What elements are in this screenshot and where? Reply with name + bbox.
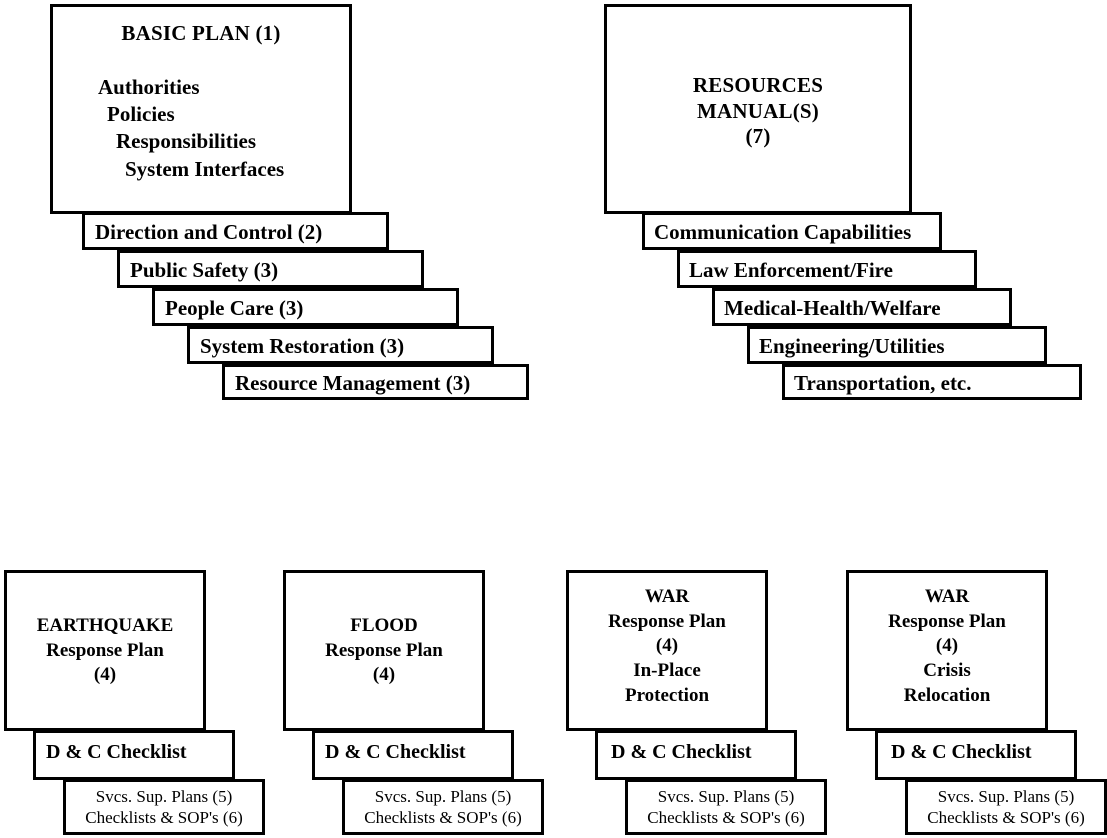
resources-cascade-card-3 bbox=[712, 288, 1012, 326]
basic-plan-cascade-label-3: People Care (3) bbox=[165, 296, 304, 320]
war-in-place-title-line-1: WAR bbox=[644, 586, 690, 607]
flood-checklist-card bbox=[312, 730, 514, 780]
flood-svcs-line-2: Checklists & SOP's (6) bbox=[364, 808, 522, 827]
earthquake-svcs-line-1: Svcs. Sup. Plans (5) bbox=[95, 787, 233, 806]
basic-plan-title: BASIC PLAN (1) bbox=[121, 21, 281, 45]
earthquake-title-line-2: Response Plan bbox=[46, 639, 164, 661]
basic-plan-cascade-card-3 bbox=[152, 288, 459, 326]
war-in-place-checklist-label: D & C Checklist bbox=[611, 741, 752, 763]
basic-plan-item-list: Authorities Policies Responsibilities Sy… bbox=[53, 74, 349, 183]
resources-cascade-label-3: Medical-Health/Welfare bbox=[724, 296, 941, 320]
war-crisis-title-line-3: (4) bbox=[935, 635, 959, 657]
war-in-place-title-line-4: In-Place bbox=[633, 660, 701, 682]
earthquake-title-line-3: (4) bbox=[93, 664, 117, 686]
resources-cascade-label-2: Law Enforcement/Fire bbox=[689, 258, 893, 282]
earthquake-checklist-card bbox=[33, 730, 235, 780]
resources-manual-title-line-3: (7) bbox=[745, 124, 771, 149]
earthquake-plan-card: EARTHQUAKE Response Plan (4) bbox=[4, 570, 206, 731]
resources-manual-title-line-1: RESOURCES bbox=[692, 73, 824, 97]
basic-plan-cascade-label-2: Public Safety (3) bbox=[130, 258, 279, 282]
flood-svcs-line-1: Svcs. Sup. Plans (5) bbox=[374, 787, 512, 806]
war-in-place-title-line-2: Response Plan bbox=[608, 610, 726, 632]
war-crisis-svcs-card bbox=[905, 779, 1107, 835]
resources-manual-head-card: RESOURCES MANUAL(S) (7) bbox=[604, 4, 912, 214]
war-in-place-title-line-5: Protection bbox=[624, 684, 710, 706]
resources-cascade-card-5 bbox=[782, 364, 1082, 400]
earthquake-svcs-line-2: Checklists & SOP's (6) bbox=[85, 808, 243, 827]
war-crisis-title-line-1: WAR bbox=[924, 586, 970, 607]
war-crisis-svcs-line-1: Svcs. Sup. Plans (5) bbox=[937, 787, 1075, 806]
war-crisis-title-line-2: Response Plan bbox=[888, 610, 1006, 632]
war-in-place-svcs-line-1: Svcs. Sup. Plans (5) bbox=[657, 787, 795, 806]
basic-plan-item-authorities: Authorities bbox=[98, 74, 200, 99]
war-crisis-checklist-card bbox=[875, 730, 1077, 780]
basic-plan-cascade-card-5 bbox=[222, 364, 529, 400]
flood-title-line-2: Response Plan bbox=[325, 639, 443, 661]
war-crisis-plan-card: WAR Response Plan (4) Crisis Relocation bbox=[846, 570, 1048, 731]
basic-plan-cascade-card-2 bbox=[117, 250, 424, 288]
resources-cascade-label-1: Communication Capabilities bbox=[654, 220, 912, 244]
basic-plan-item-responsibilities: Responsibilities bbox=[116, 129, 257, 154]
war-in-place-checklist-card bbox=[595, 730, 797, 780]
basic-plan-cascade-label-1: Direction and Control (2) bbox=[95, 220, 323, 244]
flood-title-line-1: FLOOD bbox=[350, 615, 418, 636]
basic-plan-cascade-label-4: System Restoration (3) bbox=[200, 334, 405, 358]
basic-plan-item-policies: Policies bbox=[107, 101, 175, 126]
war-in-place-plan-card: WAR Response Plan (4) In-Place Protectio… bbox=[566, 570, 768, 731]
war-crisis-title-line-4: Crisis bbox=[923, 660, 971, 682]
earthquake-checklist-label: D & C Checklist bbox=[46, 741, 187, 763]
earthquake-svcs-card bbox=[63, 779, 265, 835]
war-crisis-checklist-label: D & C Checklist bbox=[891, 741, 1032, 763]
war-crisis-title-line-5: Relocation bbox=[903, 684, 991, 706]
war-in-place-svcs-card bbox=[625, 779, 827, 835]
basic-plan-cascade-card-4 bbox=[187, 326, 494, 364]
resources-cascade-card-2 bbox=[677, 250, 977, 288]
basic-plan-head-card: BASIC PLAN (1) Authorities Policies Resp… bbox=[50, 4, 352, 214]
resources-manual-title-line-2: MANUAL(S) bbox=[697, 98, 819, 123]
basic-plan-cascade-label-5: Resource Management (3) bbox=[235, 371, 471, 395]
flood-svcs-card bbox=[342, 779, 544, 835]
war-in-place-svcs-line-2: Checklists & SOP's (6) bbox=[647, 808, 805, 827]
resources-cascade-card-4 bbox=[747, 326, 1047, 364]
resources-cascade-label-4: Engineering/Utilities bbox=[759, 334, 945, 358]
basic-plan-item-system-interfaces: System Interfaces bbox=[125, 156, 285, 181]
flood-title-line-3: (4) bbox=[372, 664, 396, 686]
flood-plan-card: FLOOD Response Plan (4) bbox=[283, 570, 485, 731]
war-in-place-title-line-3: (4) bbox=[655, 635, 679, 657]
war-crisis-svcs-line-2: Checklists & SOP's (6) bbox=[927, 808, 1085, 827]
resources-cascade-label-5: Transportation, etc. bbox=[794, 371, 972, 395]
flood-checklist-label: D & C Checklist bbox=[325, 741, 466, 763]
earthquake-title-line-1: EARTHQUAKE bbox=[36, 615, 174, 636]
